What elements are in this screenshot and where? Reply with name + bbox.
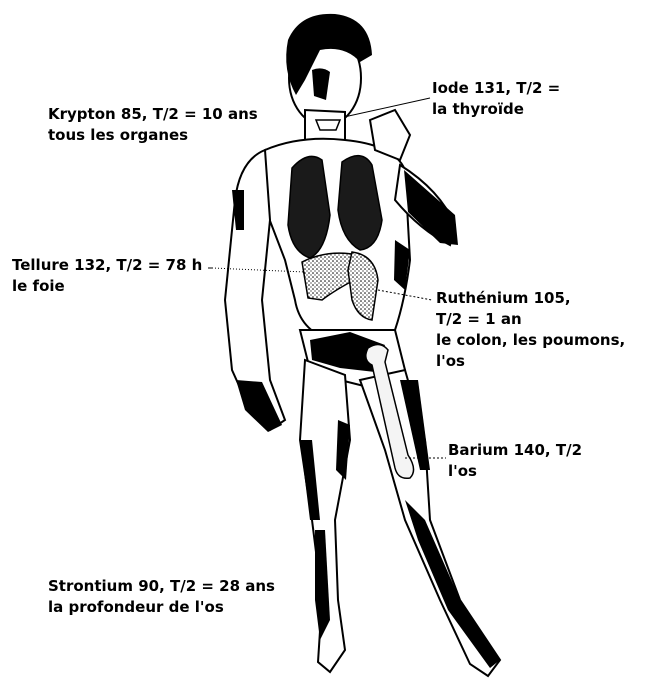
label-iode-line2: la thyroïde [432, 99, 560, 120]
label-iode: Iode 131, T/2 = la thyroïde [432, 78, 560, 120]
label-ruthenium-line1: Ruthénium 105, [436, 288, 625, 309]
label-barium-line2: l'os [448, 461, 582, 482]
label-barium: Barium 140, T/2 l'os [448, 440, 582, 482]
label-ruthenium-line4: l'os [436, 351, 625, 372]
label-strontium-line2: la profondeur de l'os [48, 597, 275, 618]
label-tellure-line1: Tellure 132, T/2 = 78 h [12, 255, 202, 276]
label-tellure-line2: le foie [12, 276, 202, 297]
label-ruthenium: Ruthénium 105, T/2 = 1 an le colon, les … [436, 288, 625, 372]
label-barium-line1: Barium 140, T/2 [448, 440, 582, 461]
label-tellure: Tellure 132, T/2 = 78 h le foie [12, 255, 202, 297]
label-strontium-line1: Strontium 90, T/2 = 28 ans [48, 576, 275, 597]
label-krypton: Krypton 85, T/2 = 10 ans tous les organe… [48, 104, 258, 146]
label-ruthenium-line3: le colon, les poumons, [436, 330, 625, 351]
label-krypton-line2: tous les organes [48, 125, 258, 146]
label-iode-line1: Iode 131, T/2 = [432, 78, 560, 99]
label-strontium: Strontium 90, T/2 = 28 ans la profondeur… [48, 576, 275, 618]
thyroid-shape [316, 120, 340, 130]
label-ruthenium-line2: T/2 = 1 an [436, 309, 625, 330]
label-krypton-line1: Krypton 85, T/2 = 10 ans [48, 104, 258, 125]
